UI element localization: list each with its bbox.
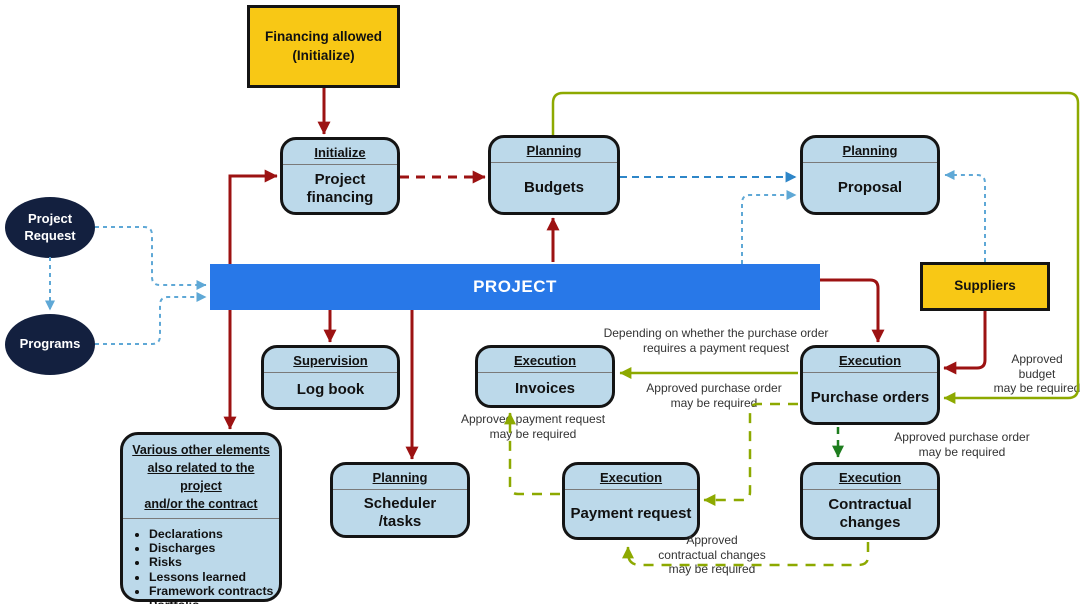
node-body: Payment request xyxy=(570,504,692,522)
list-item: Risks xyxy=(149,555,279,569)
node-header: Planning xyxy=(842,143,898,158)
node-budgets: Planning Budgets xyxy=(488,135,620,215)
node-project-request: Project Request xyxy=(5,197,95,258)
project-banner: PROJECT xyxy=(210,264,820,310)
node-body: Proposal xyxy=(837,178,903,196)
divider xyxy=(803,489,937,490)
arrow-suppliers-to-proposal xyxy=(944,170,986,262)
node-programs: Programs xyxy=(5,314,95,375)
arrow-purchase-orders-to-payment-request xyxy=(703,402,798,506)
divider xyxy=(565,489,697,490)
list-item: Framework contracts xyxy=(149,584,279,598)
node-various-other-elements: Various other elements also related to t… xyxy=(120,432,282,604)
arrow-project-to-proposal xyxy=(741,190,797,264)
node-header: Initialize xyxy=(314,145,366,160)
node-body: Scheduler /tasks xyxy=(363,494,437,530)
label-approved-purchase-order-right: Approved purchase order may be required xyxy=(894,430,1030,459)
list-item: Lessons learned xyxy=(149,570,279,584)
list-item: Declarations xyxy=(149,527,279,541)
node-header: Execution xyxy=(838,470,902,485)
label-approved-contractual-changes: Approved contractual changes may be requ… xyxy=(658,533,766,577)
node-project-financing: Initialize Project financing xyxy=(280,137,400,215)
label-depending-on-purchase-order: Depending on whether the purchase order … xyxy=(603,326,829,355)
arrow-project-request-to-project xyxy=(95,226,207,290)
node-header: Various other elements also related to t… xyxy=(132,443,270,512)
node-body: Budgets xyxy=(524,178,584,196)
project-banner-label: PROJECT xyxy=(473,277,557,296)
arrow-project-to-project-financing xyxy=(228,169,278,264)
node-suppliers: Suppliers xyxy=(920,262,1050,311)
node-body: Purchase orders xyxy=(810,388,930,406)
node-scheduler-tasks: Planning Scheduler /tasks xyxy=(330,462,470,538)
node-body: Log book xyxy=(296,381,365,398)
node-header: Planning xyxy=(372,470,428,485)
list-item: Portfolio xyxy=(149,598,279,604)
node-financing-allowed: Financing allowed (Initialize) xyxy=(247,5,400,88)
arrow-programs-to-project xyxy=(95,292,207,345)
node-body: Contractual changes xyxy=(828,495,912,531)
node-proposal: Planning Proposal xyxy=(800,135,940,215)
label-approved-payment-request: Approved payment request may be required xyxy=(460,412,606,441)
list-item: Discharges xyxy=(149,541,279,555)
divider xyxy=(333,489,467,490)
node-contractual-changes: Execution Contractual changes xyxy=(800,462,940,540)
node-header: Execution xyxy=(599,470,663,485)
node-header: Planning xyxy=(526,143,582,158)
label-approved-purchase-order-left: Approved purchase order may be required xyxy=(646,381,782,410)
node-payment-request: Execution Payment request xyxy=(562,462,700,540)
node-header: Supervision xyxy=(293,353,368,368)
arrow-suppliers-to-purchase-orders xyxy=(943,311,987,375)
node-log-book: Supervision Log book xyxy=(261,345,400,410)
bullet-list: Declarations Discharges Risks Lessons le… xyxy=(123,527,279,604)
divider xyxy=(123,517,279,519)
node-purchase-orders: Execution Purchase orders xyxy=(800,345,940,425)
label-approved-budget: Approved budget may be required xyxy=(993,352,1081,396)
node-body: Project financing xyxy=(306,170,374,206)
divider xyxy=(478,372,612,373)
divider xyxy=(283,164,397,165)
divider xyxy=(264,372,397,373)
node-body: Invoices xyxy=(514,380,576,397)
